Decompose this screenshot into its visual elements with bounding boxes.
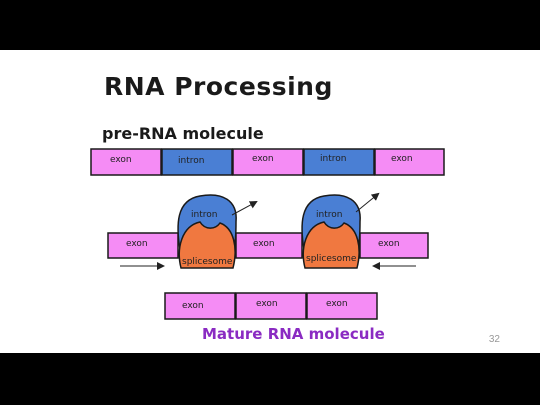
spliceosome-2 bbox=[302, 221, 360, 269]
intron-loop-1: intron splicesome bbox=[177, 194, 258, 269]
pre-rna-segment-exon-1 bbox=[90, 148, 162, 176]
mature-rna-label: Mature RNA molecule bbox=[202, 325, 385, 343]
intron-loop-label-2: intron bbox=[316, 210, 342, 220]
spliceosome-label-2: splicesome bbox=[306, 254, 357, 264]
intron-loop-2: intron splicesome bbox=[301, 192, 380, 269]
pre-rna-segment-intron-1 bbox=[161, 148, 233, 176]
mature-rna-label-2: exon bbox=[256, 299, 278, 309]
splicing-exon-label-2: exon bbox=[253, 239, 275, 249]
page-number: 32 bbox=[488, 334, 500, 345]
bottom-letterbox bbox=[0, 353, 540, 405]
mature-rna-molecule: exon exon exon bbox=[164, 292, 378, 320]
spliceosome-label-1: splicesome bbox=[182, 257, 233, 267]
splicing-stage: exon exon exon intron splicesome intron … bbox=[107, 192, 429, 270]
slide-title: RNA Processing bbox=[104, 72, 333, 101]
spliceosome-1 bbox=[178, 221, 236, 269]
pre-rna-molecule: exon intron exon intron exon bbox=[90, 148, 445, 176]
pre-rna-segment-intron-2 bbox=[303, 148, 375, 176]
top-letterbox bbox=[0, 0, 540, 50]
pre-rna-label-2: intron bbox=[178, 156, 204, 166]
release-arrow-1 bbox=[231, 201, 258, 216]
pre-rna-label-5: exon bbox=[391, 154, 413, 164]
splicing-exon-2 bbox=[235, 232, 303, 259]
mature-rna-exon-1 bbox=[164, 292, 236, 320]
pre-rna-label-3: exon bbox=[252, 154, 274, 164]
mature-rna-exon-3 bbox=[306, 292, 378, 320]
splicing-exon-3 bbox=[359, 232, 429, 259]
pre-rna-label-4: intron bbox=[320, 154, 346, 164]
splicing-exon-label-1: exon bbox=[126, 239, 148, 249]
pre-rna-segment-exon-3 bbox=[374, 148, 445, 176]
mature-rna-label-3: exon bbox=[326, 299, 348, 309]
splicing-exon-1 bbox=[107, 232, 179, 259]
release-arrow-2 bbox=[355, 192, 380, 213]
mature-rna-exon-2 bbox=[235, 292, 307, 320]
pre-rna-label: pre-RNA molecule bbox=[102, 124, 264, 143]
pre-rna-segment-exon-2 bbox=[232, 148, 304, 176]
splicing-exon-label-3: exon bbox=[378, 239, 400, 249]
intron-loop-label-1: intron bbox=[191, 210, 217, 220]
mature-rna-label-1: exon bbox=[182, 301, 204, 311]
pre-rna-label-1: exon bbox=[110, 155, 132, 165]
